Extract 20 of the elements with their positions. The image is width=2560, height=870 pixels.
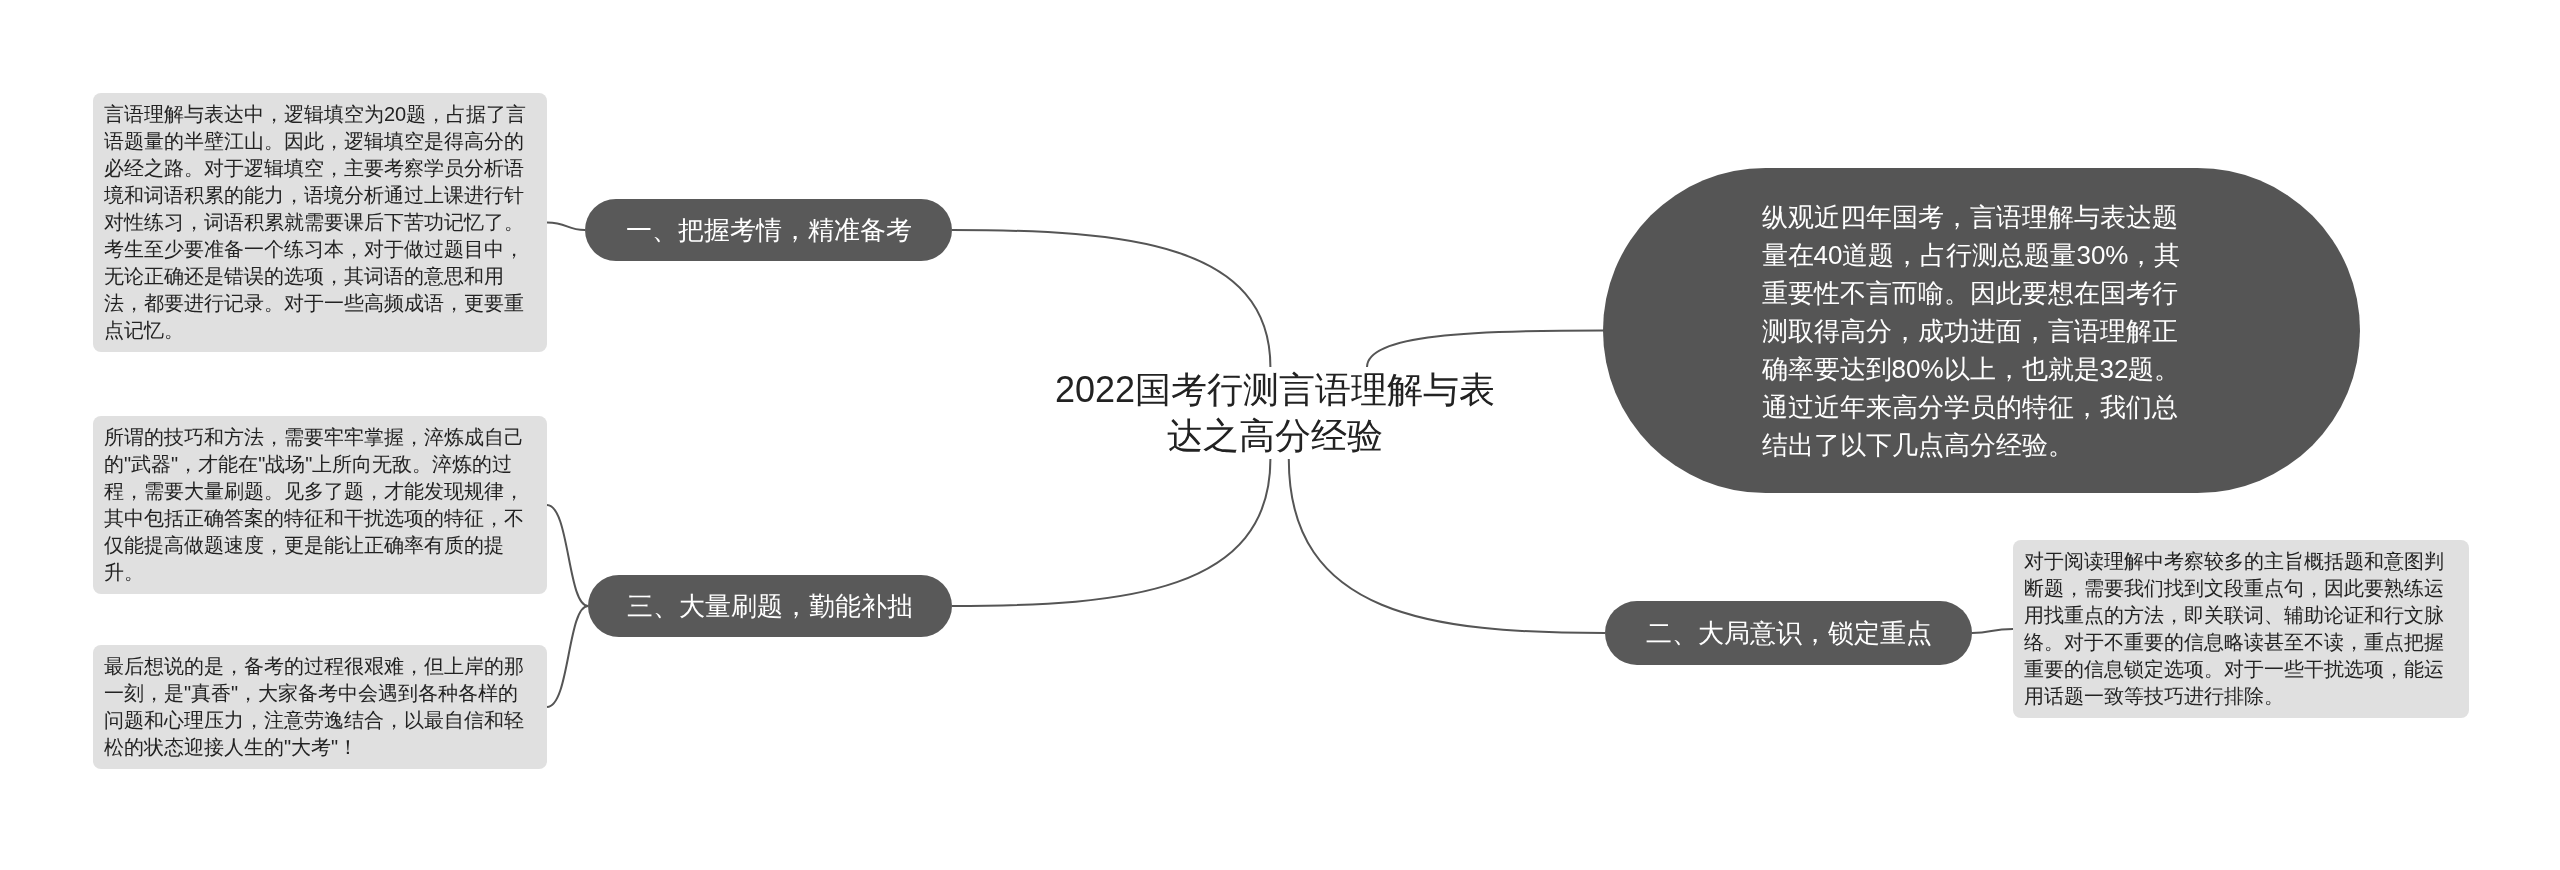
note-card <box>2013 540 2469 718</box>
topic-label: 三、大量刷题，勤能补拙 <box>627 589 913 623</box>
connector-line <box>1971 628 2014 634</box>
topic-label: 一、把握考情，精准备考 <box>625 213 912 247</box>
note-card <box>93 645 547 769</box>
connector-line <box>951 458 1272 607</box>
topic-label: 二、大局意识，锁定重点 <box>1645 616 1932 650</box>
connector-line <box>546 605 589 708</box>
connector-line <box>1287 458 1606 634</box>
connector-line <box>1366 329 1604 368</box>
connector-line <box>546 504 589 607</box>
note-card <box>93 416 547 594</box>
note-text: 所谓的技巧和方法，需要牢牢掌握，淬炼成自己的"武器"，才能在"战场"上所向无敌。淬炼的过程，需要大量刷题。见多了题，才能发现规律，其中包括正确答案的特征和干扰选项的特征，不仅能提高做题速度，更是能让正确率有质的提升。 <box>104 425 525 585</box>
note-text: 言语理解与表达中，逻辑填空为20题，占据了言语题量的半壁江山。因此，逻辑填空是得高分的必经之路。对于逻辑填空，主要考察学员分析语境和词语积累的能力，语境分析通过上课进行针对性练习，词语积累就需要课后下苦功记忆了。考生至少要准备一个练习本，对于做过题目中，无论正确还是错误的选项，其词语的意思和用法，都要进行记录。对于一些高频成语，更要重点记忆。 <box>104 102 528 343</box>
note-text: 最后想说的是，备考的过程很艰难，但上岸的那一刻，是"真香"，大家备考中会遇到各种各样的问题和心理压力，注意劳逸结合，以最自信和轻松的状态迎接人生的"大考"！ <box>104 654 525 760</box>
central-title: 2022国考行测言语理解与表达之高分经验 <box>1053 368 1497 458</box>
connector-line <box>951 229 1272 368</box>
connector-line <box>546 221 586 231</box>
summary-text: 纵观近四年国考，言语理解与表达题量在40道题，占行测总题量30%，其重要性不言而喻。因此要想在国考行测取得高分，成功进面，言语理解正确率要达到80%以上，也就是32题。通过近年来高分学员的特征，我们总结出了以下几点高分经验。 <box>1761 200 2182 462</box>
note-text: 对于阅读理解中考察较多的主旨概括题和意图判断题，需要我们找到文段重点句，因此要熟练运用找重点的方法，即关联词、辅助论证和行文脉络。对于不重要的信息略读甚至不读，重点把握重要的信息锁定选项。对于一些干扰选项，能运用话题一致等技巧进行排除。 <box>2024 549 2445 709</box>
